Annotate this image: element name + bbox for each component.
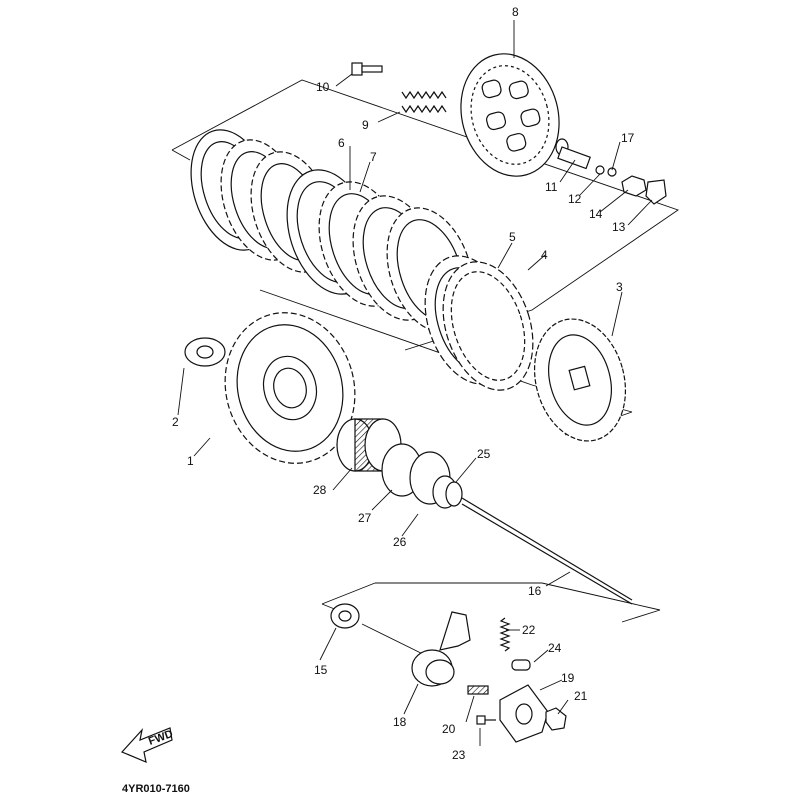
push-rod-long-part-16	[461, 497, 633, 605]
label-15: 15	[314, 663, 328, 677]
lock-washer-part-13	[645, 179, 667, 205]
diagram-code: 4YR010-7160	[122, 783, 190, 795]
ball-part-12	[595, 165, 605, 175]
bolt-part-20	[467, 685, 489, 695]
label-3: 3	[616, 280, 623, 294]
label-27: 27	[358, 511, 372, 525]
o-ring-part-17	[607, 167, 617, 177]
nut-part-21	[545, 707, 567, 731]
label-20: 20	[442, 722, 456, 736]
label-28: 28	[313, 483, 327, 497]
bearing-part-15	[330, 603, 360, 629]
label-25: 25	[477, 447, 491, 461]
label-1: 1	[187, 454, 194, 468]
label-22: 22	[522, 623, 536, 637]
label-21: 21	[574, 689, 588, 703]
pressure-plate	[460, 53, 560, 177]
label-16: 16	[528, 584, 542, 598]
label-23: 23	[452, 748, 466, 762]
label-13: 13	[612, 220, 626, 234]
nut-part-14	[621, 175, 647, 197]
thrust-plate-part-2	[184, 337, 226, 367]
fwd-arrow-icon: FWD	[120, 727, 175, 763]
push-lever-part-18	[411, 611, 471, 687]
label-5: 5	[509, 230, 516, 244]
label-7: 7	[370, 150, 377, 164]
label-19: 19	[561, 671, 575, 685]
clutch-boss-part-3	[533, 318, 627, 442]
cover-part-19	[499, 684, 549, 743]
clutch-plate-stack	[190, 129, 534, 391]
label-8: 8	[512, 5, 519, 19]
primary-driven-gear-part-1	[224, 312, 356, 464]
leader-lines	[177, 20, 653, 746]
washer-part-25	[445, 481, 463, 507]
bolt-part-10	[351, 62, 383, 76]
label-6: 6	[338, 136, 345, 150]
label-10: 10	[316, 80, 330, 94]
spring-part-22	[499, 617, 511, 652]
label-12: 12	[568, 192, 582, 206]
lower-assembly-frame	[321, 582, 661, 661]
label-17: 17	[621, 131, 635, 145]
label-18: 18	[393, 715, 407, 729]
label-2: 2	[172, 415, 179, 429]
label-9: 9	[362, 118, 369, 132]
spring-part-9	[401, 90, 447, 114]
label-26: 26	[393, 535, 407, 549]
dowel-pin-part-24	[511, 659, 531, 671]
label-14: 14	[589, 207, 603, 221]
label-4: 4	[541, 248, 548, 262]
push-rod-short-11	[555, 138, 591, 170]
label-24: 24	[548, 641, 562, 655]
bolt-part-23	[476, 715, 496, 725]
part-labels: 8 10 9 6 7 17 11 12 14 13 5 4 3 2 1 25 2…	[172, 5, 635, 762]
label-11: 11	[545, 180, 558, 194]
